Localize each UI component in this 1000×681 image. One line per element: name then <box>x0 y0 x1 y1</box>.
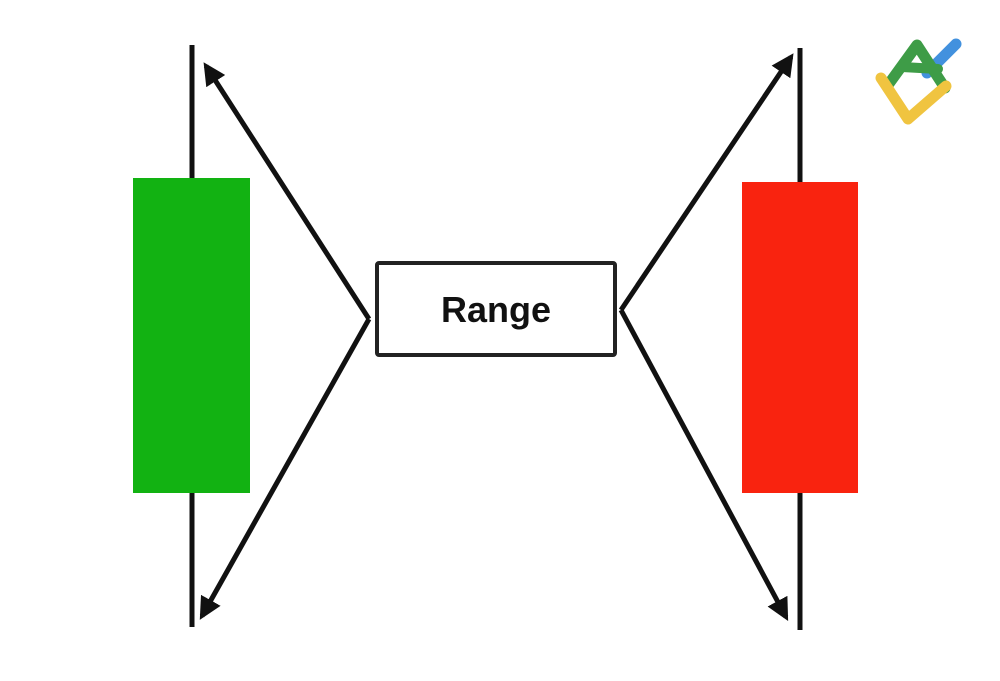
arrow-lower-left <box>199 317 372 620</box>
range-label: Range <box>441 289 551 330</box>
litefinance-logo-icon <box>875 38 962 125</box>
logo-yellow-check <box>875 72 952 125</box>
logo-green-bar <box>897 62 943 74</box>
bearish-candle-body <box>742 182 858 493</box>
range-box <box>375 261 617 357</box>
arrow-upper-right <box>618 53 794 312</box>
arrow-lower-right <box>618 308 789 621</box>
bullish-candle-body <box>133 178 250 493</box>
arrow-upper-left <box>203 62 372 321</box>
